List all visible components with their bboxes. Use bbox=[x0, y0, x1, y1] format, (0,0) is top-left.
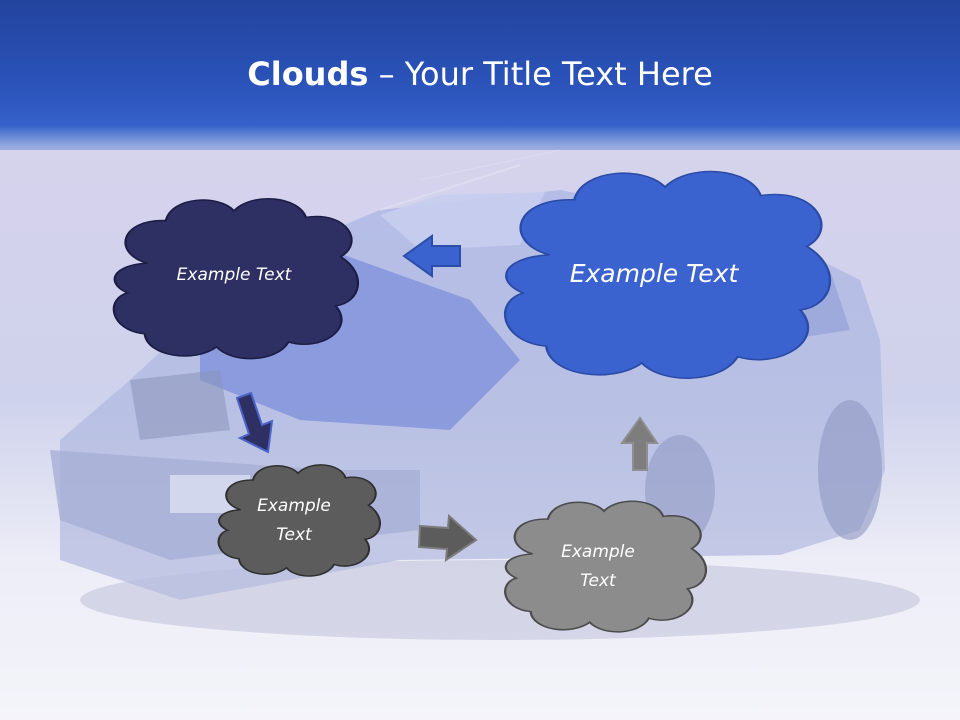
arrow-right-icon bbox=[417, 513, 478, 562]
cloud-gray-text: Example Text bbox=[561, 542, 635, 591]
arrow-down-icon bbox=[235, 391, 274, 454]
cloud-navy-text: Example Text bbox=[176, 265, 292, 285]
title-rest: Your Title Text Here bbox=[404, 55, 713, 93]
slide-title: Clouds – Your Title Text Here bbox=[0, 52, 960, 96]
title-bar bbox=[0, 0, 960, 150]
title-bold: Clouds bbox=[247, 55, 369, 93]
cloud-blue-text: Example Text bbox=[569, 259, 739, 288]
arrow-up-icon bbox=[620, 416, 659, 471]
arrow-left-icon bbox=[402, 234, 461, 278]
title-separator: – bbox=[368, 55, 405, 93]
cloud-dark-gray-text: Example Text bbox=[257, 496, 331, 545]
